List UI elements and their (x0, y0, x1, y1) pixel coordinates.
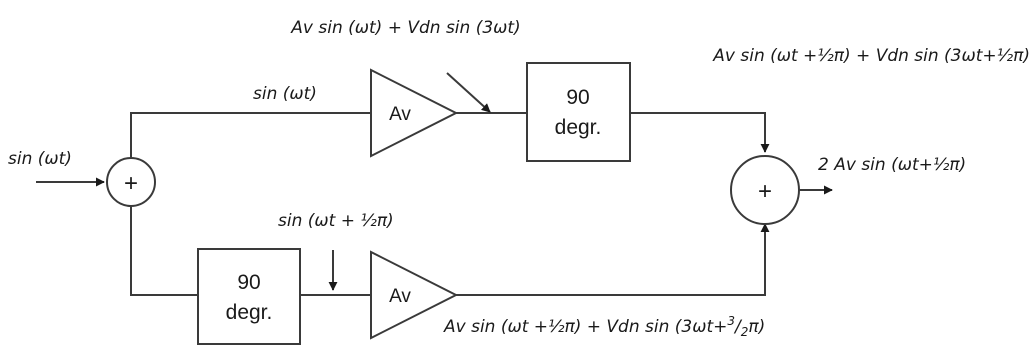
lower-amplifier (370, 250, 459, 340)
upper-shift-output-label: Av sin (ωt +½π) + Vdn sin (3ωt+½π) (712, 46, 1030, 66)
upper-phase-shift-line1: 90 (566, 86, 589, 109)
upper-path-wire (130, 112, 371, 158)
lower-phase-shift-line1: 90 (237, 271, 260, 294)
upper-amplifier-label: Av (389, 104, 411, 125)
upper-amp-output-pointer (446, 72, 491, 113)
output-sum-symbol: + (758, 178, 772, 205)
lower-shift-output-label: sin (ωt + ½π) (278, 211, 394, 231)
lower-amp-output-separator: / (733, 317, 743, 337)
lower-amp-to-output-wire (456, 223, 770, 296)
input-signal-label: sin (ωt) (8, 149, 72, 169)
lower-amp-output-suffix: π) (748, 317, 765, 337)
lower-phase-shift-line2: degr. (226, 301, 273, 324)
input-sum-symbol: + (124, 170, 138, 197)
upper-phase-shift-block (526, 62, 631, 162)
lower-amplifier-label: Av (389, 286, 411, 307)
lower-phase-shift-block (197, 248, 301, 345)
lower-amp-output-label: Av sin (ωt +½π) + Vdn sin (3ωt+3/2π) (443, 314, 765, 339)
upper-path-signal-label: sin (ωt) (253, 84, 317, 104)
lower-amp-output-numerator: 3 (727, 314, 735, 328)
upper-phase-shift-line2: degr. (555, 116, 602, 139)
lower-path-wire (130, 206, 198, 296)
output-signal-label: 2 Av sin (ωt+½π) (818, 155, 966, 175)
lower-amp-output-prefix: Av sin (ωt +½π) + Vdn sin (3ωt+ (443, 317, 727, 337)
upper-amp-output-label: Av sin (ωt) + Vdn sin (3ωt) (290, 18, 520, 38)
upper-amplifier (370, 68, 459, 158)
upper-shift-to-output-wire (630, 112, 770, 153)
lower-amp-output-denominator: 2 (741, 325, 749, 339)
